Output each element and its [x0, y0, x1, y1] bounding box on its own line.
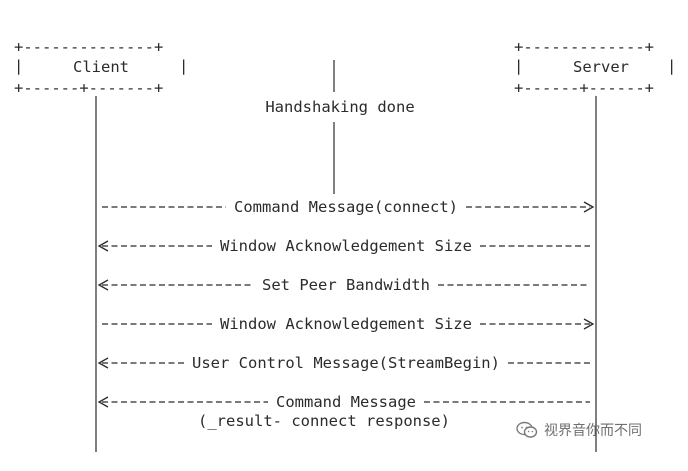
message-arrow: Window Acknowledgement Size	[102, 315, 595, 333]
message-arrow: Command Message(connect)	[102, 198, 595, 216]
message-label: Set Peer Bandwidth	[262, 276, 430, 294]
arrowhead	[583, 201, 595, 213]
arrowhead	[97, 396, 109, 408]
message-arrow: Command Message(_result- connect respons…	[97, 393, 590, 430]
client-box: +--------------+ | | Client +------+----…	[14, 38, 188, 97]
arrowhead	[583, 318, 595, 330]
watermark-text: 视界音你而不同	[544, 423, 642, 439]
message-label: Window Acknowledgement Size	[220, 237, 472, 255]
arrowhead	[97, 240, 109, 252]
server-box-left: |	[514, 57, 523, 75]
arrowhead	[97, 279, 109, 291]
message-arrow: User Control Message(StreamBegin)	[97, 354, 590, 372]
messages: Command Message(connect) Window Acknowled…	[97, 198, 595, 430]
message-label: Command Message	[276, 393, 416, 411]
arrowhead	[97, 357, 109, 369]
watermark: 视界音你而不同	[516, 419, 642, 441]
handshake-note: Handshaking done	[265, 98, 414, 116]
server-label: Server	[573, 58, 629, 76]
server-box-top: +-------------+	[514, 38, 654, 56]
client-box-right: |	[179, 57, 188, 75]
message-arrow: Set Peer Bandwidth	[97, 276, 590, 294]
message-label: Command Message(connect)	[234, 198, 458, 216]
server-box-bottom: +------+------+	[514, 79, 654, 97]
message-sublabel: (_result- connect response)	[198, 412, 450, 430]
server-box: +-------------+ | | Server +------+-----…	[514, 38, 676, 97]
client-box-left: |	[14, 57, 23, 75]
message-label: Window Acknowledgement Size	[220, 315, 472, 333]
client-box-top: +--------------+	[14, 38, 163, 56]
message-arrow: Window Acknowledgement Size	[97, 237, 590, 255]
client-label: Client	[73, 58, 129, 76]
wechat-icon	[516, 421, 538, 438]
client-box-bottom: +------+-------+	[14, 79, 163, 97]
server-box-right: |	[667, 57, 676, 75]
message-label: User Control Message(StreamBegin)	[192, 354, 500, 372]
